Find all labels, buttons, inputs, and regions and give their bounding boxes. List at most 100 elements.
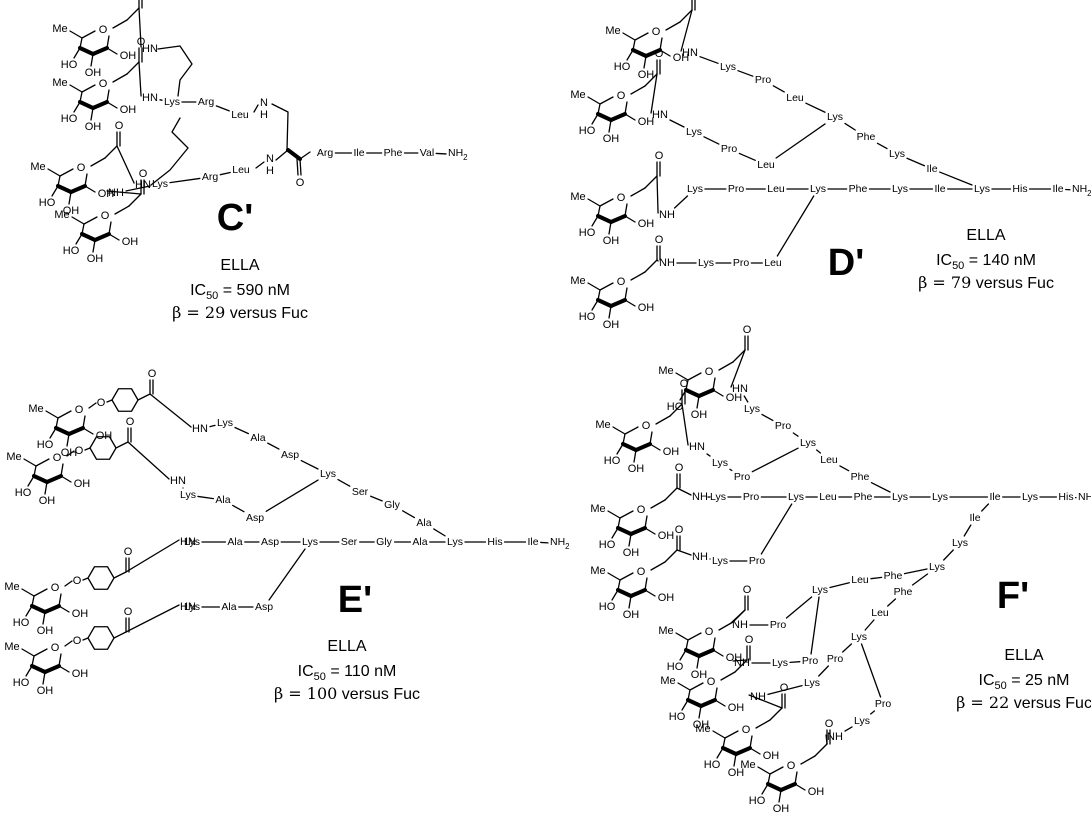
- carbonyl-oxygen-label: O: [675, 462, 684, 474]
- hydroxyl-label: HO: [61, 113, 78, 125]
- bond-line: [27, 475, 35, 487]
- residue-label: Arg: [317, 147, 334, 159]
- carbonyl-oxygen-label: O: [655, 150, 664, 162]
- hydroxyl-label: HO: [599, 601, 616, 613]
- residue-label: Leu: [764, 257, 782, 269]
- bond-line: [49, 427, 57, 439]
- bond-line: [644, 175, 658, 189]
- hydroxyl-label: HO: [63, 245, 80, 257]
- carbonyl-oxygen-label: O: [743, 584, 752, 596]
- bond-line: [842, 643, 853, 653]
- bond-line: [680, 9, 693, 52]
- bond-line: [45, 410, 59, 419]
- hydroxyl-label: HO: [749, 795, 766, 807]
- bond-line: [611, 589, 619, 601]
- bond-path: [87, 566, 115, 590]
- bond-line: [232, 504, 245, 513]
- bond-line: [591, 215, 599, 227]
- bond-path: [622, 426, 639, 445]
- residue-label: Phe: [894, 586, 913, 598]
- bond-line: [626, 49, 634, 61]
- residue-label: Phe: [884, 570, 903, 582]
- bond-line: [712, 730, 726, 739]
- bond-line: [106, 399, 113, 403]
- bond-line: [234, 426, 250, 435]
- amide-nh-label: NH: [692, 491, 708, 503]
- bond-line: [681, 403, 689, 446]
- amide-nh-label: NH: [732, 619, 748, 631]
- bond-line: [596, 112, 613, 122]
- carbonyl-oxygen-label: O: [148, 368, 157, 380]
- bond-line: [265, 479, 319, 512]
- bond-path: [79, 30, 96, 49]
- bond-line: [677, 682, 691, 691]
- residue-label: Pro: [728, 183, 745, 195]
- residue-label: Lys: [1022, 491, 1038, 503]
- bond-line: [699, 56, 719, 64]
- bond-line: [275, 149, 289, 161]
- bond-line: [734, 746, 752, 756]
- bond-line: [169, 177, 201, 184]
- bond-line: [698, 705, 702, 719]
- carbonyl-oxygen-label: O: [745, 634, 754, 646]
- hydroxyl-label: OH: [87, 253, 104, 265]
- bond-line: [631, 48, 648, 58]
- bond-line: [659, 49, 671, 57]
- carbonyl-oxygen-label: O: [780, 682, 789, 694]
- bond-line: [112, 19, 128, 29]
- bond-line: [21, 588, 35, 597]
- residue-label: Lys: [952, 537, 968, 549]
- methyl-label: Me: [570, 191, 585, 203]
- ic50-value: IC50 = 25 nM: [979, 672, 1070, 692]
- bond-path: [597, 282, 614, 301]
- ring-oxygen-label: O: [652, 26, 661, 38]
- amide-n-label: N: [266, 153, 274, 165]
- bond-line: [673, 195, 689, 209]
- bond-line: [779, 782, 797, 792]
- bond-line: [609, 214, 627, 224]
- bond-path: [687, 682, 704, 701]
- bond-line: [611, 527, 619, 539]
- bond-line: [818, 665, 829, 677]
- methyl-label: Me: [6, 451, 21, 463]
- bond-line: [45, 474, 63, 484]
- bond-line: [644, 259, 658, 273]
- bond-line: [607, 572, 621, 581]
- methyl-label: Me: [605, 25, 620, 37]
- methyl-label: Me: [590, 565, 605, 577]
- bond-line: [800, 755, 816, 765]
- bond-line: [616, 588, 633, 598]
- residue-label: Leu: [871, 607, 889, 619]
- bond-line: [78, 100, 95, 110]
- bond-line: [911, 573, 929, 586]
- bond-line: [608, 221, 612, 235]
- residue-label: Asp: [261, 536, 279, 548]
- bond-line: [47, 168, 61, 177]
- ic50-value: IC50 = 110 nM: [298, 663, 397, 683]
- methyl-label: Me: [590, 503, 605, 515]
- hydroxyl-label: HO: [667, 401, 684, 413]
- ring-oxygen-label: O: [617, 90, 626, 102]
- hydroxyl-label: HO: [579, 227, 596, 239]
- carbonyl-oxygen-label: O: [680, 378, 689, 390]
- ring-oxygen-label: O: [705, 626, 714, 638]
- hydroxyl-label: HO: [599, 539, 616, 551]
- amide-nh-label: NH: [659, 257, 675, 269]
- residue-label: Lys: [712, 457, 728, 469]
- residue-label: Pro: [775, 420, 792, 432]
- bond-line: [616, 443, 624, 455]
- bond-line: [738, 152, 756, 161]
- methyl-label: Me: [4, 581, 19, 593]
- bond-line: [82, 427, 94, 435]
- hydroxyl-label: OH: [120, 104, 137, 116]
- bond-line: [106, 101, 118, 109]
- bond-line: [714, 699, 726, 707]
- residue-label: Arg: [198, 96, 215, 108]
- bond-path: [150, 117, 189, 186]
